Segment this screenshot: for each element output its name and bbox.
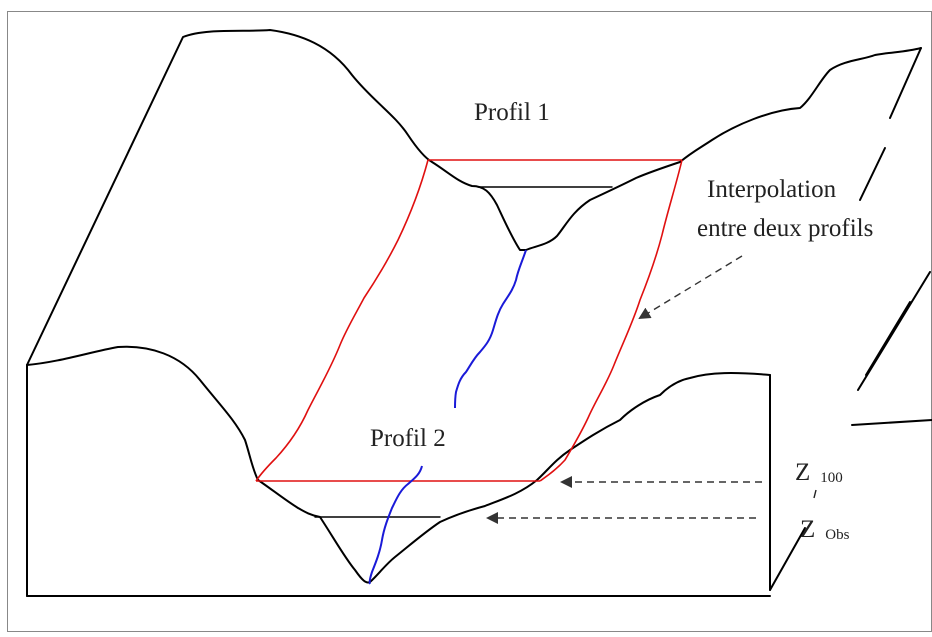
profil1-label: Profil 1	[474, 99, 550, 126]
z100-subscript: 100	[820, 470, 843, 486]
right-face-line-3	[851, 419, 932, 426]
z100-label: Z 100	[795, 459, 843, 486]
zobs-label: Z Obs	[800, 516, 850, 543]
right-face-line-1	[857, 271, 931, 391]
zobs-symbol: Z	[800, 516, 815, 543]
z100-symbol: Z	[795, 459, 810, 486]
front-ridge-line	[26, 345, 771, 584]
back-right-edge	[889, 47, 922, 119]
interpolation-label-line2: entre deux profils	[697, 215, 873, 242]
river-upper-segment	[454, 249, 527, 409]
front-right-bottom-diagonal	[769, 527, 806, 591]
interpolation-arrow	[638, 255, 743, 320]
terrain-block	[26, 29, 932, 597]
right-face-line-2	[865, 301, 911, 376]
back-ridge-line	[26, 29, 922, 366]
figure-frame	[7, 11, 932, 632]
profil2-label: Profil 2	[370, 425, 446, 452]
tick-mark	[813, 489, 817, 499]
back-right-edge-lower	[859, 147, 886, 201]
river	[368, 249, 527, 585]
zobs-subscript: Obs	[825, 527, 849, 543]
river-lower-segment	[368, 465, 423, 585]
right-interpolation-line	[539, 159, 683, 482]
profile-lines	[255, 159, 683, 482]
annotation-arrows	[486, 255, 762, 524]
left-interpolation-line	[255, 159, 429, 482]
interpolation-label-line1: Interpolation	[707, 176, 837, 203]
